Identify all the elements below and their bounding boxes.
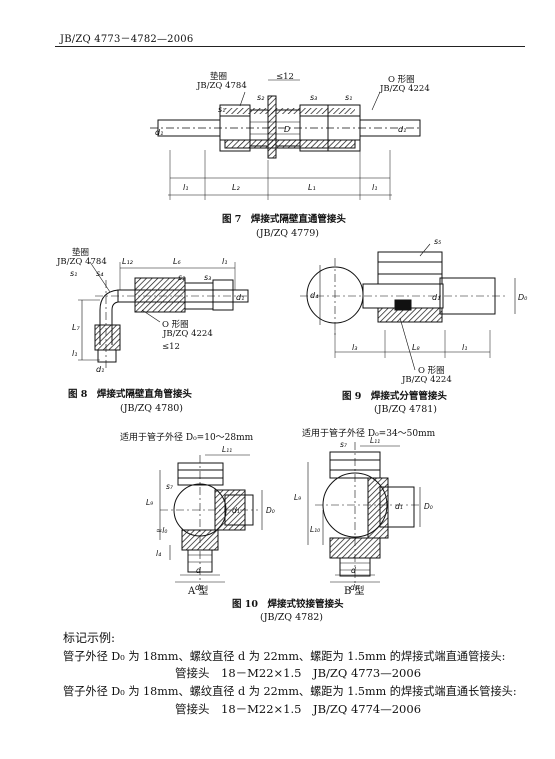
svg-text:L₈: L₈ <box>412 343 420 352</box>
svg-text:s₂: s₂ <box>257 93 265 102</box>
fig9-caption: 图 9 焊接式分管管接头 <box>342 391 447 402</box>
svg-text:s₅: s₅ <box>434 237 441 246</box>
fig8-caption-std: (JB/ZQ 4780) <box>120 403 183 414</box>
fig9-drawing <box>300 243 516 371</box>
fig8-caption: 图 8 焊接式隔壁直角管接头 <box>68 389 192 400</box>
svg-text:d₁: d₁ <box>232 506 240 515</box>
fig7-oring-std: JB/ZQ 4224 <box>380 84 430 94</box>
marking-heading: 标记示例: <box>63 631 116 645</box>
svg-text:L₁₀: L₁₀ <box>310 525 320 534</box>
marking-example2-mark: 管接头 18－M22×1.5 JB/ZQ 4774—2006 <box>175 702 422 716</box>
marking-example2-description: 管子外径 D₀ 为 18mm、螺纹直径 d 为 22mm、螺距为 1.5mm 的… <box>63 685 517 698</box>
svg-text:L₂: L₂ <box>232 183 240 192</box>
fig7-dim-labels: s₁ s₂ s₃ s₁ d₁ D d₁ l₁ L₂ L₁ l₁ <box>155 93 406 192</box>
svg-text:s₁: s₁ <box>218 105 225 114</box>
fig8-dim-labels: s₁ s₄ L₁₂ L₆ l₁ s₂ s₃ d₁ L₇ l₁ d₁ <box>70 257 244 374</box>
fig7-max-dim: ≤12 <box>276 72 294 82</box>
svg-text:L₇: L₇ <box>72 323 80 332</box>
fig10a-drawing <box>159 454 263 583</box>
fig9-caption-std: (JB/ZQ 4781) <box>374 404 437 415</box>
svg-text:d₁: d₁ <box>96 365 104 374</box>
svg-text:l₄: l₄ <box>156 549 161 558</box>
svg-text:L₁₁: L₁₁ <box>222 445 232 454</box>
svg-text:L₁₁: L₁₁ <box>370 436 380 445</box>
svg-text:d₄: d₄ <box>310 291 319 300</box>
header-rule <box>55 46 525 47</box>
fig8-oring-std: JB/ZQ 4224 <box>163 329 213 339</box>
svg-text:s₄: s₄ <box>96 269 104 278</box>
svg-text:D: D <box>284 125 290 134</box>
page-header: JB/ZQ 4773－4782—2006 <box>60 34 194 45</box>
fig10b-drawing <box>307 442 421 585</box>
fig10a-dim-labels: L₁₁ s₇ L₉ ≈l₀ l₄ d d₅ d₁ D₀ <box>146 445 275 592</box>
svg-text:s₇: s₇ <box>166 482 173 491</box>
fig7-caption-std: (JB/ZQ 4779) <box>256 228 319 239</box>
svg-text:d₁: d₁ <box>155 128 163 137</box>
svg-text:≈l₀: ≈l₀ <box>156 526 167 535</box>
marking-example1-description: 管子外径 D₀ 为 18mm、螺纹直径 d 为 22mm、螺距为 1.5mm 的… <box>63 650 506 663</box>
fig10-type-a: A 型 <box>188 586 209 597</box>
svg-text:D₀: D₀ <box>424 502 433 511</box>
svg-text:L₁₂: L₁₂ <box>122 257 134 266</box>
svg-text:l₃: l₃ <box>352 343 357 352</box>
svg-text:l₁: l₁ <box>183 183 188 192</box>
svg-text:L₉: L₉ <box>146 498 153 507</box>
fig8-drawing <box>78 261 250 370</box>
svg-text:s₁: s₁ <box>70 269 77 278</box>
fig9-oring-label: O 形圈 <box>418 366 445 376</box>
fig10-range-b: 适用于管子外径 D₀=34～50mm <box>302 429 436 439</box>
fig9-oring-std: JB/ZQ 4224 <box>402 375 452 385</box>
svg-text:l₁: l₁ <box>372 183 377 192</box>
fig7-gasket-std: JB/ZQ 4784 <box>197 81 247 91</box>
fig8-max-dim: ≤12 <box>162 342 180 352</box>
svg-text:s₇: s₇ <box>340 440 347 449</box>
fig7-gasket-label: 垫圈 <box>210 72 228 82</box>
svg-text:s₂: s₂ <box>178 273 186 282</box>
fig7-drawing <box>150 79 421 200</box>
svg-text:s₃: s₃ <box>310 93 317 102</box>
svg-text:s₃: s₃ <box>204 273 211 282</box>
svg-text:d: d <box>196 566 201 575</box>
fig7-oring-label: O 形圈 <box>388 75 415 85</box>
svg-text:d₁: d₁ <box>395 502 403 511</box>
fig7-caption: 图 7 焊接式隔壁直通管接头 <box>222 214 346 225</box>
svg-text:l₁: l₁ <box>72 349 77 358</box>
fig10-range-a: 适用于管子外径 D₀=10～28mm <box>120 433 254 443</box>
svg-text:d: d <box>351 566 356 575</box>
svg-text:D₀: D₀ <box>266 506 275 515</box>
svg-text:d₁: d₁ <box>236 293 244 302</box>
fig8-gasket-label: 垫圈 <box>72 248 90 258</box>
fig8-gasket-std: JB/ZQ 4784 <box>57 257 107 267</box>
svg-text:L₁: L₁ <box>308 183 316 192</box>
fig10-caption-std: (JB/ZQ 4782) <box>260 612 323 623</box>
svg-text:s₁: s₁ <box>345 93 352 102</box>
fig10-type-b: B 型 <box>344 586 365 597</box>
marking-example1-mark: 管接头 18－M22×1.5 JB/ZQ 4773—2006 <box>175 666 422 680</box>
svg-text:l₁: l₁ <box>222 257 227 266</box>
fig10b-dim-labels: s₇ L₁₁ L₉ L₁₀ d d₅ d₁ D₀ <box>294 436 433 592</box>
svg-text:L₆: L₆ <box>173 257 181 266</box>
svg-text:d₁: d₁ <box>398 125 406 134</box>
svg-text:d₅: d₅ <box>195 583 203 592</box>
svg-text:d₅: d₅ <box>350 583 358 592</box>
svg-text:L₉: L₉ <box>294 493 301 502</box>
fig10-caption: 图 10 焊接式铰接管接头 <box>232 599 344 610</box>
svg-text:D₀: D₀ <box>518 293 528 302</box>
svg-text:d₁: d₁ <box>432 293 440 302</box>
svg-text:l₁: l₁ <box>462 343 467 352</box>
fig9-dim-labels: s₅ d₄ d₁ D₀ l₃ L₈ l₁ <box>310 237 528 352</box>
fig8-oring-label: O 形圈 <box>162 320 189 330</box>
